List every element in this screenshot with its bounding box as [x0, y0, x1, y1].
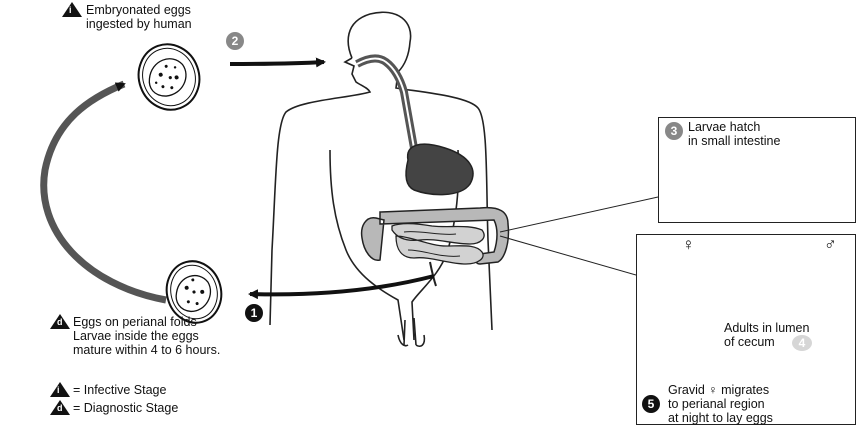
stomach — [406, 144, 473, 194]
step1-text-line3: mature within 4 to 6 hours. — [73, 343, 220, 357]
step4-text-line1: Adults in lumen — [724, 321, 809, 335]
step3-number-badge: 3 — [665, 122, 683, 140]
step3-text-line2: in small intestine — [688, 134, 780, 148]
step1-number-badge: 1 — [245, 304, 263, 322]
step2-text-line1: Embryonated eggs — [86, 3, 191, 17]
step5-text-line1: Gravid ♀ migrates — [668, 383, 769, 397]
diagnostic-symbol: d — [57, 317, 63, 327]
step3-text-line1: Larvae hatch — [688, 120, 760, 134]
legend-infective-marker: i — [50, 382, 70, 397]
small-intestine — [392, 224, 484, 264]
step2-text-line2: ingested by human — [86, 17, 192, 31]
arrow-ingestion — [230, 62, 324, 64]
legend-diagnostic-marker: d — [50, 400, 70, 415]
step1-text-line1: Eggs on perianal folds — [73, 315, 197, 329]
step5-text-line2: to perianal region — [668, 397, 765, 411]
step1-text-line2: Larvae inside the eggs — [73, 329, 199, 343]
arrow-cycle-return — [44, 84, 166, 300]
male-symbol: ♂ — [824, 236, 837, 254]
step5-text-line3: at night to lay eggs — [668, 411, 773, 425]
arrow-to-perianal — [250, 276, 434, 294]
step4-text-line2: of cecum — [724, 335, 775, 349]
callout-line-intestine — [500, 197, 658, 232]
step4-number-badge: 4 — [792, 335, 812, 351]
legend-diagnostic-symbol: d — [57, 403, 63, 413]
callout-line-cecum — [500, 236, 636, 275]
step2-number-badge: 2 — [226, 32, 244, 50]
legend-infective-label: = Infective Stage — [73, 383, 166, 397]
infective-stage-marker: i — [62, 2, 82, 17]
embryonated-egg — [130, 36, 209, 119]
step5-number-badge: 5 — [642, 395, 660, 413]
infective-symbol: i — [69, 5, 72, 15]
legend-infective-symbol: i — [57, 385, 60, 395]
legend-diagnostic-label: = Diagnostic Stage — [73, 401, 178, 415]
female-symbol: ♀ — [682, 236, 695, 254]
diagnostic-stage-marker: d — [50, 314, 70, 329]
